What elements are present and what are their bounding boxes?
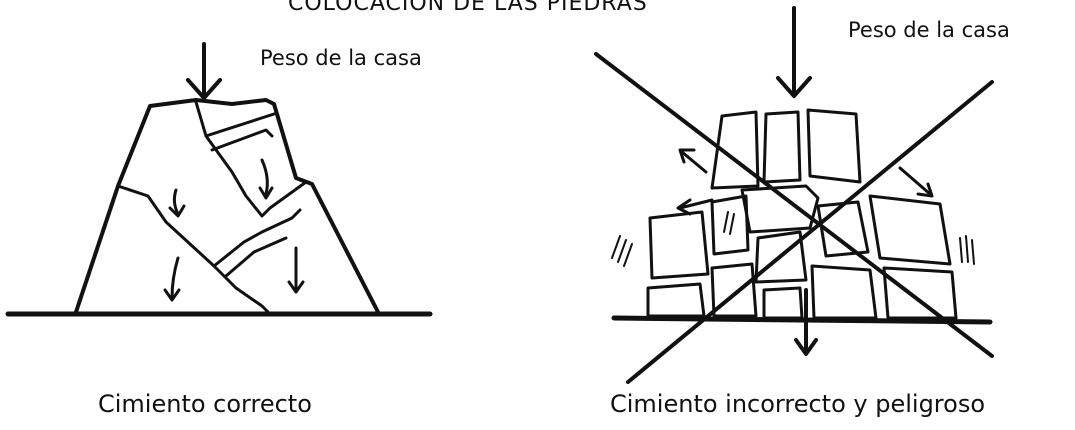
stone-joints-left	[116, 100, 308, 314]
cross-out-mark	[594, 52, 994, 384]
slip-arrows	[676, 148, 934, 216]
weight-label-left: Peso de la casa	[260, 46, 422, 70]
caption-correct-foundation: Cimiento correcto	[98, 390, 312, 418]
load-arrow-right	[776, 6, 812, 98]
caption-incorrect-foundation: Cimiento incorrecto y peligroso	[610, 390, 986, 418]
load-arrow-left	[186, 42, 222, 100]
stone-outline-left	[74, 98, 380, 314]
incorrect-foundation-drawing	[594, 6, 994, 384]
correct-foundation-drawing	[5, 42, 433, 317]
diagram-title: COLOCACION DE LAS PIEDRAS	[288, 0, 648, 16]
stones-bottom-row	[646, 262, 958, 320]
settling-arrow	[794, 288, 818, 356]
ground-line-right	[611, 315, 993, 325]
stones-top-row	[710, 108, 862, 190]
stones-middle-row	[648, 184, 952, 284]
internal-arrows-left	[163, 158, 305, 302]
movement-marks	[611, 211, 975, 267]
weight-label-right: Peso de la casa	[848, 18, 1010, 42]
